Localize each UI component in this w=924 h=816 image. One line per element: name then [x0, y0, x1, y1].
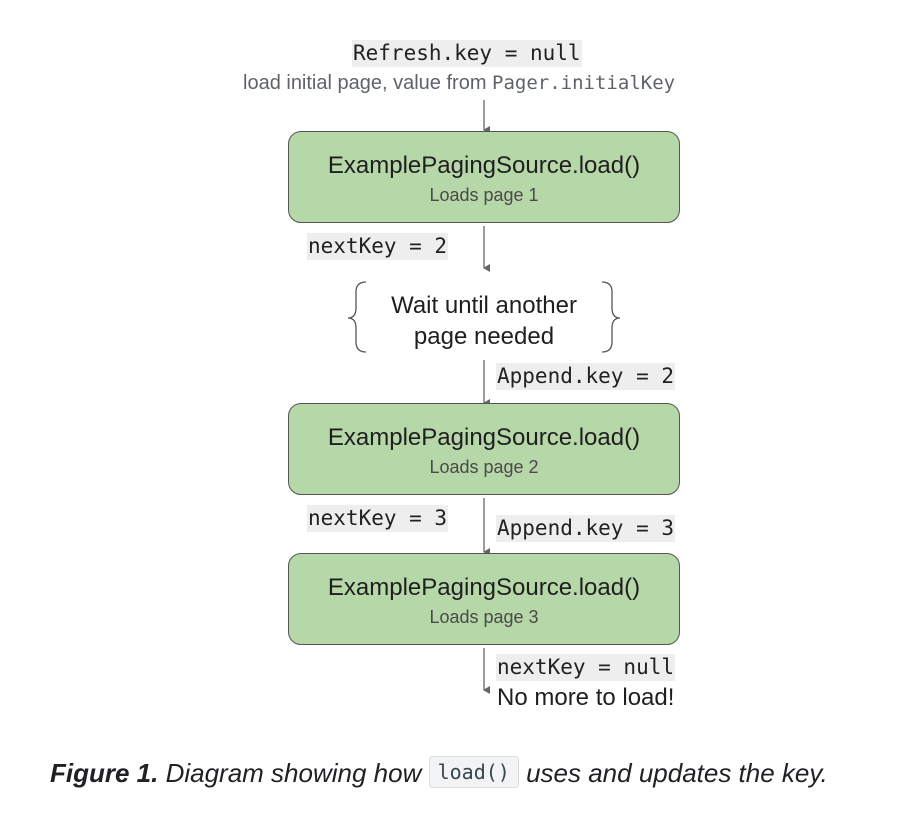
figure-label: Figure 1. [50, 758, 159, 788]
left-curly-brace [347, 281, 367, 353]
initial-load-description: load initial page, value from Pager.init… [243, 72, 675, 95]
initial-key-code: Pager.initialKey [492, 72, 676, 94]
initial-load-text: load initial page, value from [243, 72, 493, 94]
load-box-page-2: ExamplePagingSource.load() Loads page 2 [288, 403, 680, 495]
load-box-page-3: ExamplePagingSource.load() Loads page 3 [288, 553, 680, 645]
caption-code-load: load() [428, 756, 519, 788]
wait-until-needed-note: Wait until another page needed [370, 290, 598, 352]
box-title: ExamplePagingSource.load() [327, 152, 641, 179]
right-curly-brace [601, 281, 621, 353]
wait-line-1: Wait until another [391, 292, 577, 319]
box-subtitle: Loads page 2 [429, 457, 539, 477]
append-key-2-label: Append.key = 2 [496, 363, 676, 390]
box-subtitle: Loads page 3 [429, 607, 539, 627]
box-title: ExamplePagingSource.load() [327, 424, 641, 451]
next-key-2-label: nextKey = 2 [307, 233, 449, 260]
box-subtitle: Loads page 1 [429, 185, 539, 205]
refresh-key-label: Refresh.key = null [352, 40, 582, 67]
load-box-page-1: ExamplePagingSource.load() Loads page 1 [288, 131, 680, 223]
wait-line-2: page needed [413, 323, 555, 350]
figure-caption: Figure 1. Diagram showing how load() use… [50, 756, 828, 789]
no-more-to-load-text: No more to load! [497, 684, 675, 711]
box-title: ExamplePagingSource.load() [327, 574, 641, 601]
caption-text-before: Diagram showing how [158, 758, 429, 788]
append-key-3-label: Append.key = 3 [496, 515, 676, 542]
next-key-null-label: nextKey = null [496, 654, 676, 681]
next-key-3-label: nextKey = 3 [307, 505, 449, 532]
caption-text-after: uses and updates the key. [518, 758, 828, 788]
